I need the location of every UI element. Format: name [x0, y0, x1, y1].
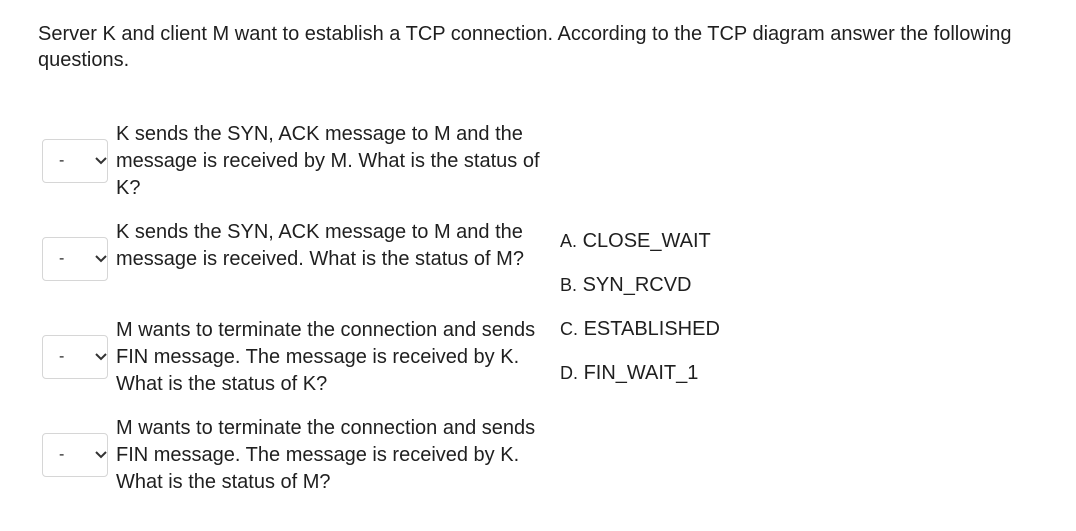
matching-question-4: - M wants to terminate the connection an… [42, 415, 542, 499]
question-4-text: M wants to terminate the connection and … [116, 417, 536, 493]
matching-question-2: - K sends the SYN, ACK message to M and … [42, 219, 542, 303]
answer-option-c-text: ESTABLISHED [583, 318, 720, 340]
matching-question-1: - K sends the SYN, ACK message to M and … [42, 121, 542, 205]
chevron-down-icon[interactable] [94, 350, 108, 364]
answer-option-a-letter: A. [560, 231, 578, 251]
answer-select-1[interactable]: - [42, 139, 108, 183]
answer-option-b-text: SYN_RCVD [582, 274, 692, 296]
answer-select-4[interactable]: - [42, 433, 108, 477]
answer-option-d-letter: D. [560, 363, 578, 383]
answer-select-1-value: - [59, 152, 65, 169]
question-1-text: K sends the SYN, ACK message to M and th… [116, 123, 540, 199]
answer-option-c-letter: C. [560, 319, 578, 339]
answer-option-a-text: CLOSE_WAIT [582, 230, 711, 252]
answer-option-d-text: FIN_WAIT_1 [583, 362, 699, 384]
answer-select-3[interactable]: - [42, 335, 108, 379]
question-intro: Server K and client M want to establish … [38, 23, 1012, 71]
answer-select-3-value: - [59, 348, 65, 365]
answer-option-c: C. ESTABLISHED [560, 316, 820, 360]
chevron-down-icon[interactable] [94, 448, 108, 462]
answer-select-2[interactable]: - [42, 237, 108, 281]
answer-select-2-value: - [59, 250, 65, 267]
answer-option-b: B. SYN_RCVD [560, 272, 820, 316]
chevron-down-icon[interactable] [94, 154, 108, 168]
question-3-text: M wants to terminate the connection and … [116, 319, 536, 395]
answer-options: A. CLOSE_WAIT B. SYN_RCVD C. ESTABLISHED… [560, 228, 820, 404]
chevron-down-icon[interactable] [94, 252, 108, 266]
answer-select-4-value: - [59, 446, 65, 463]
answer-option-a: A. CLOSE_WAIT [560, 228, 820, 272]
question-2-text: K sends the SYN, ACK message to M and th… [116, 221, 524, 270]
answer-option-d: D. FIN_WAIT_1 [560, 360, 820, 404]
answer-option-b-letter: B. [560, 275, 578, 295]
matching-question-3: - M wants to terminate the connection an… [42, 317, 542, 401]
